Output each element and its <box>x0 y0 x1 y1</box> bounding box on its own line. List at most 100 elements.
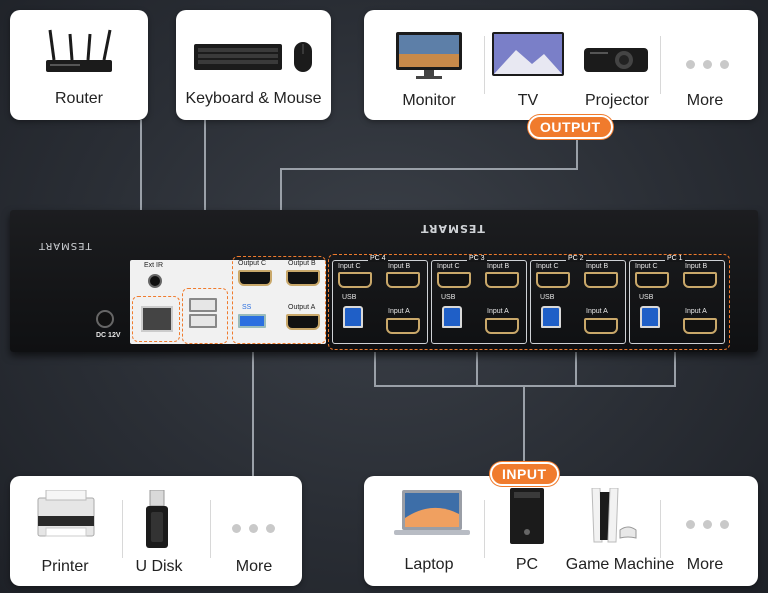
input-b-label: Input B <box>388 263 411 270</box>
printer-icon <box>37 490 95 537</box>
ext-ir-label: Ext IR <box>144 262 164 269</box>
input-a-hdmi-icon <box>584 318 618 334</box>
usb-a-port-icon <box>189 314 217 328</box>
game-console-icon <box>591 488 637 543</box>
dc-power-jack-icon <box>96 310 114 328</box>
output-item-tv: TV <box>517 92 539 109</box>
output-card: Monitor TV Projector More <box>364 10 758 120</box>
keyboard-port-highlight <box>182 288 228 344</box>
input-c-label: Input C <box>338 263 361 270</box>
usb-b-port-icon <box>541 306 561 328</box>
input-b-hdmi-icon <box>683 272 717 288</box>
output-c-label: Output C <box>238 260 267 267</box>
usb-b-port-icon <box>640 306 660 328</box>
input-a-label: Input A <box>388 308 410 315</box>
usb3-label: SS <box>242 304 252 311</box>
input-b-label: Input B <box>586 263 609 270</box>
usb-more-dots-icon <box>232 524 275 533</box>
input-item-pc: PC <box>515 556 539 573</box>
pc-name-label: PC 2 <box>566 255 586 262</box>
projector-icon <box>584 48 648 72</box>
keyboard-connector-line <box>204 120 206 290</box>
input-b-hdmi-icon <box>386 272 420 288</box>
input-c-hdmi-icon <box>635 272 669 288</box>
input-item-laptop: Laptop <box>404 556 454 573</box>
usb-connector-line <box>252 340 254 478</box>
pc-name-label: PC 4 <box>368 255 388 262</box>
usb-item-more: More <box>235 558 273 575</box>
input-drop-4 <box>674 345 676 387</box>
output-item-monitor: Monitor <box>402 92 456 109</box>
input-a-hdmi-icon <box>386 318 420 334</box>
output-more-dots-icon <box>686 60 729 69</box>
router-icon <box>46 29 112 72</box>
output-connector-line-h <box>280 168 578 170</box>
usb-disk-icon <box>146 490 168 548</box>
input-a-label: Input A <box>487 308 509 315</box>
input-c-hdmi-icon <box>536 272 570 288</box>
input-b-hdmi-icon <box>485 272 519 288</box>
output-b-hdmi-icon <box>286 270 320 286</box>
input-bus-line <box>374 385 676 387</box>
output-item-more: More <box>686 92 724 109</box>
usb-item-printer: Printer <box>41 558 89 575</box>
usb-a-port-icon <box>189 298 217 312</box>
usb-label: USB <box>441 294 456 301</box>
output-connector-line-v <box>576 136 578 170</box>
input-b-label: Input B <box>685 263 708 270</box>
keyboard-mouse-label: Keyboard & Mouse <box>185 90 322 107</box>
input-card: Laptop PC Game Machine More <box>364 476 758 586</box>
ethernet-port-icon <box>141 306 173 332</box>
input-c-hdmi-icon <box>338 272 372 288</box>
output-b-label: Output B <box>288 260 316 267</box>
input-a-hdmi-icon <box>683 318 717 334</box>
dc-label: DC 12V <box>96 332 121 339</box>
output-badge: OUTPUT <box>528 115 613 139</box>
usb-label: USB <box>540 294 555 301</box>
input-more-dots-icon <box>686 520 729 529</box>
input-badge: INPUT <box>490 462 559 486</box>
input-drop-1 <box>374 345 376 387</box>
input-a-hdmi-icon <box>485 318 519 334</box>
usb-b-port-icon <box>343 306 363 328</box>
monitor-icon <box>396 32 462 79</box>
output-divider-2 <box>660 36 661 94</box>
pc-name-label: PC 3 <box>467 255 487 262</box>
tv-icon <box>492 32 564 76</box>
usb-label: USB <box>342 294 357 301</box>
input-b-hdmi-icon <box>584 272 618 288</box>
usb-divider-1 <box>122 500 123 558</box>
output-port-highlight <box>232 256 326 344</box>
pc-tower-icon <box>510 488 544 544</box>
keyboard-mouse-icon <box>194 42 312 72</box>
usb-devices-card: Printer U Disk More <box>10 476 302 586</box>
usb-divider-2 <box>210 500 211 558</box>
keyboard-mouse-card: Keyboard & Mouse <box>176 10 331 120</box>
input-drop-3 <box>575 345 577 387</box>
laptop-icon <box>394 490 470 535</box>
router-connector-line <box>140 120 142 290</box>
usb3-port-icon <box>238 314 266 328</box>
brand-logo-top: TESMART <box>420 222 485 235</box>
pc-name-label: PC 1 <box>665 255 685 262</box>
input-c-label: Input C <box>635 263 658 270</box>
output-divider-1 <box>484 36 485 94</box>
router-card: Router <box>10 10 148 120</box>
input-c-hdmi-icon <box>437 272 471 288</box>
output-a-hdmi-icon <box>286 314 320 330</box>
input-divider-2 <box>660 500 661 558</box>
input-a-label: Input A <box>586 308 608 315</box>
input-b-label: Input B <box>487 263 510 270</box>
input-connector-line <box>523 385 525 465</box>
kvm-switch-device: TESMART TESMART DC 12V Ext IR Output C O… <box>10 210 758 352</box>
ext-ir-jack-icon <box>148 274 162 288</box>
output-item-projector: Projector <box>584 92 650 109</box>
output-a-label: Output A <box>288 304 316 311</box>
input-c-label: Input C <box>437 263 460 270</box>
router-port-highlight <box>132 296 180 342</box>
input-divider-1 <box>484 500 485 558</box>
input-ports-highlight <box>328 254 730 350</box>
usb-item-u-disk: U Disk <box>135 558 183 575</box>
input-c-label: Input C <box>536 263 559 270</box>
usb-label: USB <box>639 294 654 301</box>
